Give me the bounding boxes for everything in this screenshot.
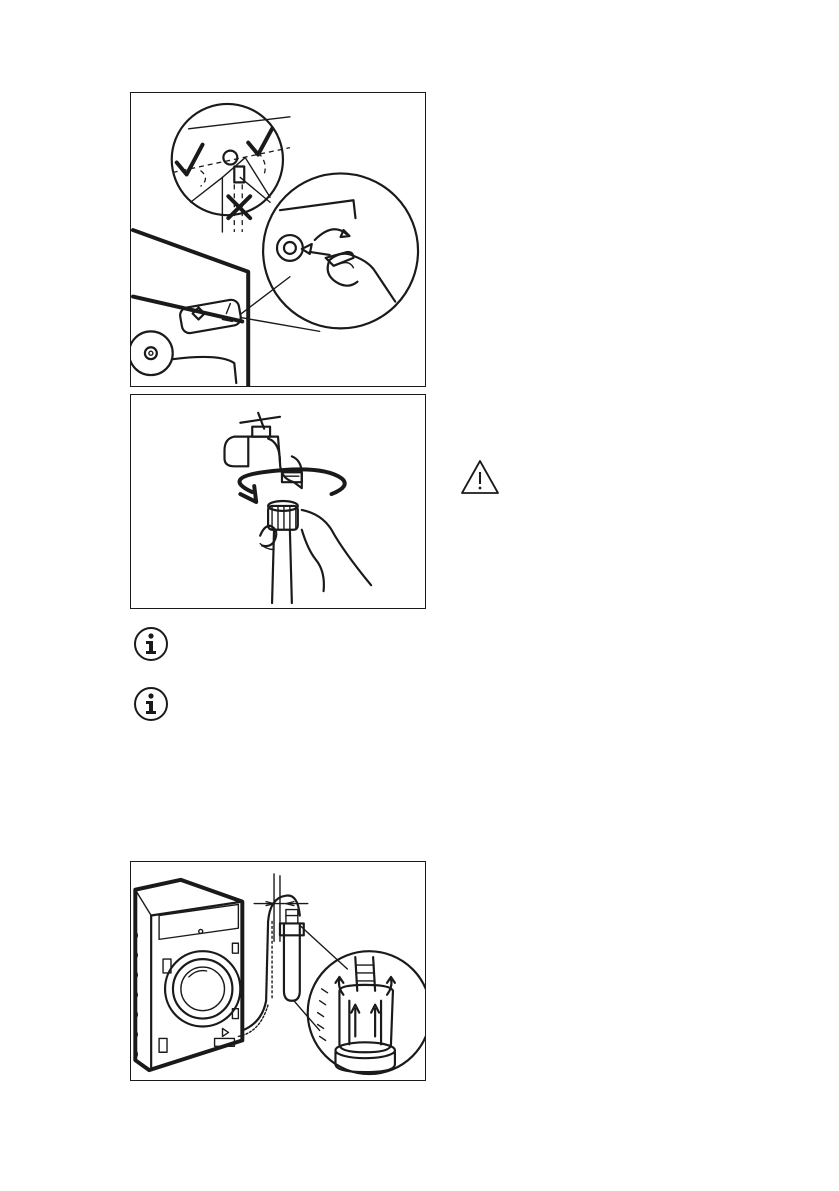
figure-tap-connection bbox=[130, 394, 426, 609]
figure-drain-hose-standpipe bbox=[130, 861, 426, 1081]
drain-hose-illustration bbox=[131, 862, 425, 1080]
inlet-hose-illustration bbox=[131, 93, 425, 386]
figure-inlet-hose-connection bbox=[130, 92, 426, 387]
tap-illustration bbox=[131, 395, 425, 608]
info-icon bbox=[133, 686, 169, 722]
hose-tighten-detail bbox=[263, 173, 418, 328]
standpipe-detail bbox=[308, 951, 425, 1074]
info-icon bbox=[133, 626, 169, 662]
warning-icon bbox=[460, 459, 500, 495]
